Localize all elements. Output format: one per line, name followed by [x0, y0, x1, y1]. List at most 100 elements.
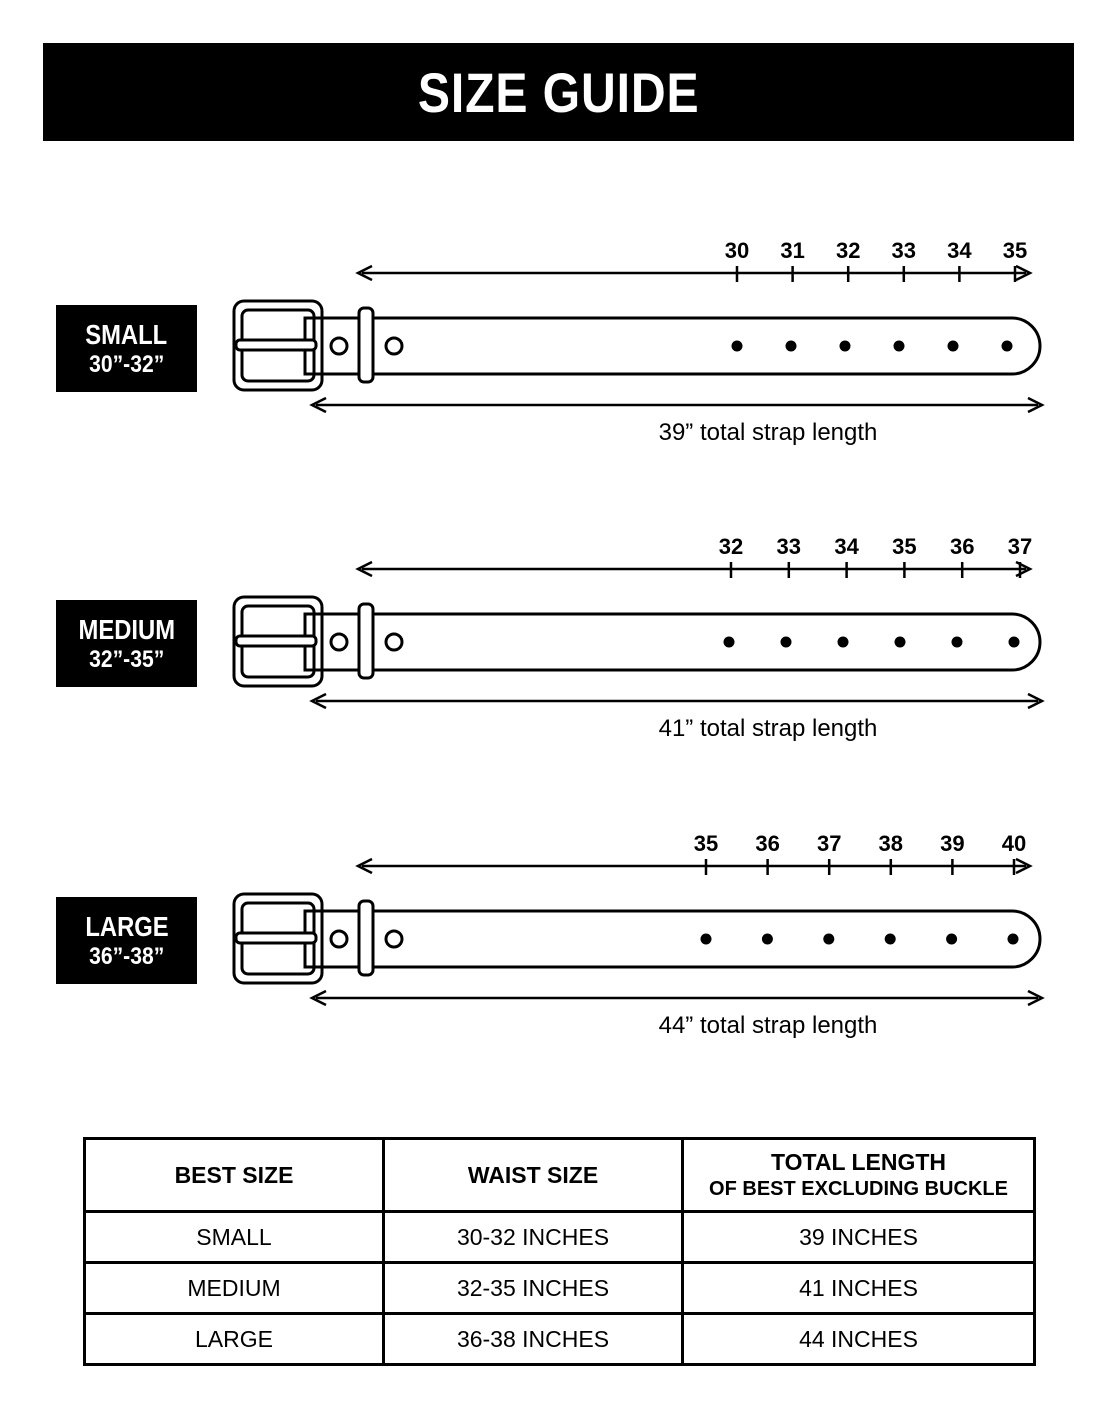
length-arrow-left-icon [309, 692, 327, 710]
belt-strap [303, 612, 1042, 672]
belt-strap [303, 909, 1042, 969]
belt-hole [884, 933, 896, 945]
header-waist-size: WAIST SIZE [382, 1137, 684, 1213]
ruler-tick-label: 35 [1003, 238, 1027, 263]
belt-hole [785, 340, 797, 352]
ruler-tick-label: 39 [940, 831, 964, 856]
ruler-tick-label: 34 [947, 238, 972, 263]
belt-keeper-loop [357, 306, 375, 384]
buckle-prong-icon [234, 931, 318, 945]
belt-diagram-medium: 32 33 34 35 36 37 41” total strap length [232, 534, 1045, 742]
strap-length-label: 44” total strap length [659, 1012, 878, 1039]
belt-hole [761, 933, 773, 945]
belt-keeper-loop [357, 899, 375, 977]
belt-hole [780, 636, 792, 648]
strap-length-label: 39” total strap length [659, 419, 878, 446]
buckle-frame-icon [232, 299, 324, 392]
ruler-arrow-right-icon [1015, 857, 1033, 875]
belt-hole [700, 933, 712, 945]
belt-diagram-small: 30 31 32 33 34 35 39” total strap length [232, 238, 1045, 446]
size-label-name: MEDIUM [78, 613, 175, 645]
cell-waist: 30-32 INCHES [382, 1210, 684, 1264]
cell-waist: 36-38 INCHES [382, 1312, 684, 1366]
ruler-arrow-left-icon [355, 857, 373, 875]
size-label-range: 30”-32” [88, 350, 165, 378]
ruler-tick-label: 31 [780, 238, 804, 263]
belt-hole [1001, 340, 1013, 352]
buckle-frame-icon [232, 892, 324, 985]
ruler-tick-label: 38 [879, 831, 903, 856]
belt-hole [823, 933, 835, 945]
size-label-name: LARGE [84, 910, 169, 942]
belt-hole [837, 636, 849, 648]
belt-hole [893, 340, 905, 352]
size-label-large: LARGE 36”-38” [56, 897, 197, 984]
cell-length: 44 INCHES [681, 1312, 1036, 1366]
length-arrow-right-icon [1027, 989, 1045, 1007]
belt-hole [951, 636, 963, 648]
buckle-prong-icon [234, 338, 318, 352]
rivet-icon [384, 336, 404, 356]
length-arrow-left-icon [309, 396, 327, 414]
belt-strap [303, 316, 1042, 376]
belt-hole [839, 340, 851, 352]
belt-diagram-large: 35 36 37 38 39 40 44” total strap length [232, 831, 1045, 1039]
length-arrow-right-icon [1027, 396, 1045, 414]
ruler-tick-label: 33 [892, 238, 916, 263]
belt-hole [947, 340, 959, 352]
length-arrow-right-icon [1027, 692, 1045, 710]
ruler-tick-label: 40 [1002, 831, 1026, 856]
cell-waist: 32-35 INCHES [382, 1261, 684, 1315]
table-header-row: BEST SIZE WAIST SIZE TOTAL LENGTH OF BES… [83, 1137, 1036, 1213]
belt-hole [1008, 636, 1020, 648]
belt-hole [894, 636, 906, 648]
cell-size: SMALL [83, 1210, 385, 1264]
ruler-tick-label: 34 [834, 534, 859, 559]
size-label-name: SMALL [85, 318, 168, 350]
size-label-range: 32”-35” [88, 645, 165, 673]
title-bar: SIZE GUIDE [43, 43, 1074, 141]
buckle-prong-icon [234, 634, 318, 648]
rivet-icon [329, 336, 349, 356]
ruler-tick-label: 35 [694, 831, 718, 856]
table-row: MEDIUM 32-35 INCHES 41 INCHES [83, 1261, 1036, 1315]
ruler-tick-label: 36 [755, 831, 779, 856]
cell-length: 39 INCHES [681, 1210, 1036, 1264]
cell-size: MEDIUM [83, 1261, 385, 1315]
rivet-icon [329, 632, 349, 652]
belt-hole [946, 933, 958, 945]
ruler-tick-label: 35 [892, 534, 916, 559]
belt-hole [1007, 933, 1019, 945]
size-label-medium: MEDIUM 32”-35” [56, 600, 197, 687]
size-table: BEST SIZE WAIST SIZE TOTAL LENGTH OF BES… [83, 1137, 1036, 1366]
rivet-icon [329, 929, 349, 949]
belt-hole [731, 340, 743, 352]
ruler-tick-label: 32 [836, 238, 860, 263]
ruler-arrow-right-icon [1015, 264, 1033, 282]
ruler-tick-label: 37 [817, 831, 841, 856]
table-row: LARGE 36-38 INCHES 44 INCHES [83, 1312, 1036, 1366]
cell-size: LARGE [83, 1312, 385, 1366]
table-row: SMALL 30-32 INCHES 39 INCHES [83, 1210, 1036, 1264]
size-label-small: SMALL 30”-32” [56, 305, 197, 392]
ruler-tick-label: 30 [725, 238, 749, 263]
header-best-size: BEST SIZE [83, 1137, 385, 1213]
length-arrow-left-icon [309, 989, 327, 1007]
ruler-arrow-left-icon [355, 560, 373, 578]
ruler-tick-label: 37 [1008, 534, 1032, 559]
page-title: SIZE GUIDE [417, 60, 700, 124]
header-total-length-main: TOTAL LENGTH [770, 1149, 947, 1175]
size-label-range: 36”-38” [88, 942, 165, 970]
ruler-tick-label: 32 [719, 534, 743, 559]
rivet-icon [384, 929, 404, 949]
header-total-length-sub: OF BEST EXCLUDING BUCKLE [709, 1178, 1008, 1200]
cell-length: 41 INCHES [681, 1261, 1036, 1315]
strap-length-label: 41” total strap length [659, 715, 878, 742]
rivet-icon [384, 632, 404, 652]
ruler-tick-label: 33 [777, 534, 801, 559]
ruler-tick-label: 36 [950, 534, 974, 559]
belt-keeper-loop [357, 602, 375, 680]
ruler-arrow-left-icon [355, 264, 373, 282]
header-total-length: TOTAL LENGTH OF BEST EXCLUDING BUCKLE [681, 1137, 1036, 1213]
belt-hole [723, 636, 735, 648]
